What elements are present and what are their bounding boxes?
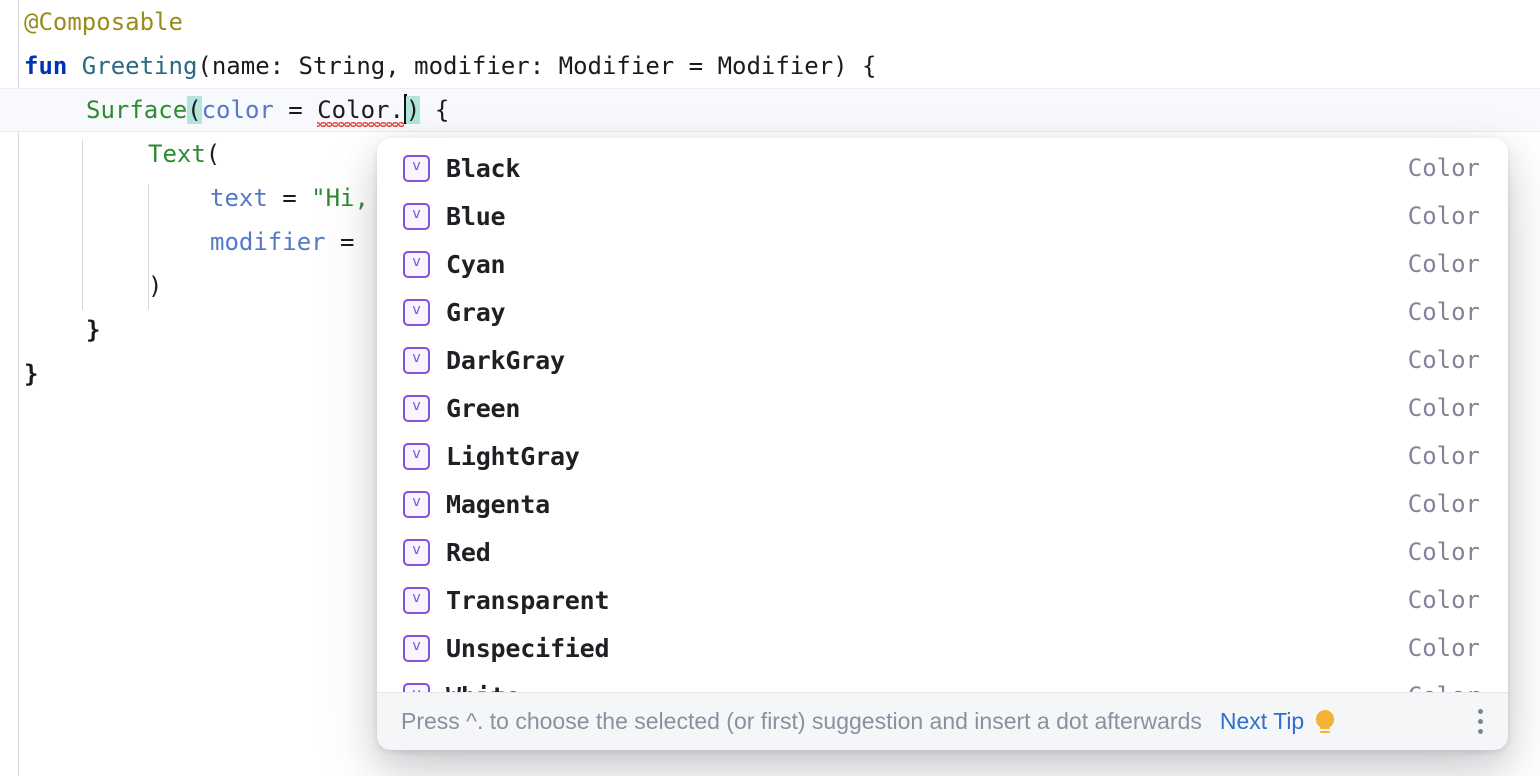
code-token-brace: }	[24, 360, 39, 388]
code-line[interactable]: }	[0, 308, 1540, 352]
completion-item-label: DarkGray	[446, 345, 565, 375]
code-token-named: text	[210, 184, 268, 212]
property-value-icon: v	[403, 154, 430, 182]
property-value-icon: v	[403, 586, 430, 614]
completion-item-label: Unspecified	[446, 633, 610, 663]
completion-item-label: Green	[446, 393, 521, 423]
lightbulb-icon[interactable]	[1314, 709, 1336, 734]
completion-item-label: Magenta	[446, 489, 550, 519]
property-value-icon: v	[403, 202, 430, 230]
property-value-icon: v	[403, 490, 430, 518]
code-line-content: }	[24, 316, 100, 344]
code-line-content: modifier =	[24, 228, 369, 256]
code-line-content: @Composable	[24, 8, 183, 36]
property-value-icon: v	[403, 634, 430, 662]
code-text-area[interactable]: @Composable fun Greeting(name: String, mo…	[0, 0, 1540, 396]
kebab-menu-icon[interactable]	[1476, 709, 1484, 734]
code-line-content: fun Greeting(name: String, modifier: Mod…	[24, 52, 877, 80]
property-value-icon: v	[403, 250, 430, 278]
completion-item-type: Color	[1407, 490, 1480, 518]
code-token-brace: }	[86, 316, 101, 344]
completion-item-label: Blue	[446, 201, 506, 231]
matching-bracket: (	[187, 96, 202, 124]
code-token-plain: =	[325, 228, 369, 256]
code-line[interactable]: Surface(color = Color.) {	[0, 88, 1540, 132]
code-line[interactable]: @Composable	[0, 0, 1540, 44]
property-value-icon: v	[403, 538, 430, 566]
code-line[interactable]: text = "Hi,	[0, 176, 1540, 220]
completion-status-bar: Press ^. to choose the selected (or firs…	[377, 692, 1508, 750]
completion-item-type: Color	[1407, 298, 1480, 326]
completion-item-type: Color	[1407, 154, 1480, 182]
property-value-icon: v	[403, 394, 430, 422]
completion-item[interactable]: v Black Color	[377, 144, 1508, 192]
completion-hint-text: Press ^. to choose the selected (or firs…	[401, 708, 1202, 734]
code-token-fnname: Greeting	[81, 52, 198, 80]
code-line[interactable]: fun Greeting(name: String, modifier: Mod…	[0, 44, 1540, 88]
gutter-divider	[18, 0, 19, 776]
completion-item-label: Cyan	[446, 249, 506, 279]
completion-item-type: Color	[1407, 442, 1480, 470]
completion-item[interactable]: v Blue Color	[377, 192, 1508, 240]
completion-item-type: Color	[1407, 538, 1480, 566]
code-token-plain: (	[205, 140, 221, 168]
completion-item-label: LightGray	[446, 441, 580, 471]
code-token-plain: {	[420, 96, 450, 124]
code-line-content: text = "Hi,	[24, 184, 369, 212]
code-line[interactable]: modifier =	[0, 220, 1540, 264]
code-token-string: "Hi,	[311, 184, 369, 212]
code-line-content: Text(	[24, 140, 220, 168]
matching-bracket: )	[405, 96, 421, 124]
indent-guide	[148, 184, 149, 310]
next-tip-link[interactable]: Next Tip	[1219, 708, 1305, 734]
error-underlined-text: Color.	[317, 96, 404, 124]
code-token-plain: =	[273, 96, 318, 124]
code-token-fncall: Text	[148, 140, 206, 168]
code-token-plain: (name: String, modifier: Modifier = Modi…	[197, 52, 877, 80]
completion-item[interactable]: v DarkGray Color	[377, 336, 1508, 384]
completion-item[interactable]: v Red Color	[377, 528, 1508, 576]
property-value-icon: v	[403, 298, 430, 326]
code-token-annotation: @Composable	[24, 8, 183, 36]
code-token-plain: )	[148, 272, 163, 300]
completion-item[interactable]: v Magenta Color	[377, 480, 1508, 528]
completion-item-type: Color	[1407, 634, 1480, 662]
completion-item-type: Color	[1407, 586, 1480, 614]
code-token-named: color	[201, 96, 274, 124]
completion-item-type: Color	[1407, 250, 1480, 278]
completion-item[interactable]: v Gray Color	[377, 288, 1508, 336]
indent-guide	[82, 140, 83, 310]
code-line-content: }	[24, 360, 38, 388]
completion-item-label: Transparent	[446, 585, 610, 615]
property-value-icon: v	[403, 346, 430, 374]
completion-item[interactable]: v LightGray Color	[377, 432, 1508, 480]
code-line[interactable]: Text(	[0, 132, 1540, 176]
completion-item-label: Black	[446, 153, 521, 183]
completion-item-type: Color	[1407, 394, 1480, 422]
code-line[interactable]: )	[0, 264, 1540, 308]
code-token-keyword: fun	[24, 52, 82, 80]
property-value-icon: v	[403, 442, 430, 470]
completion-item-label: Gray	[446, 297, 506, 327]
completion-item[interactable]: v Transparent Color	[377, 576, 1508, 624]
code-line[interactable]: }	[0, 352, 1540, 396]
completion-item-type: Color	[1407, 346, 1480, 374]
completion-item[interactable]: v Unspecified Color	[377, 624, 1508, 672]
code-line-content: )	[24, 272, 162, 300]
text-caret	[403, 94, 407, 124]
code-token-plain: =	[267, 184, 312, 212]
code-line-content: Surface(color = Color.) {	[24, 94, 450, 124]
code-token-named: modifier	[210, 228, 326, 256]
code-token-fncall: Surface	[86, 96, 188, 124]
completion-item-label: Red	[446, 537, 491, 567]
completion-item-type: Color	[1407, 202, 1480, 230]
completion-item[interactable]: v Cyan Color	[377, 240, 1508, 288]
completion-item[interactable]: v Green Color	[377, 384, 1508, 432]
